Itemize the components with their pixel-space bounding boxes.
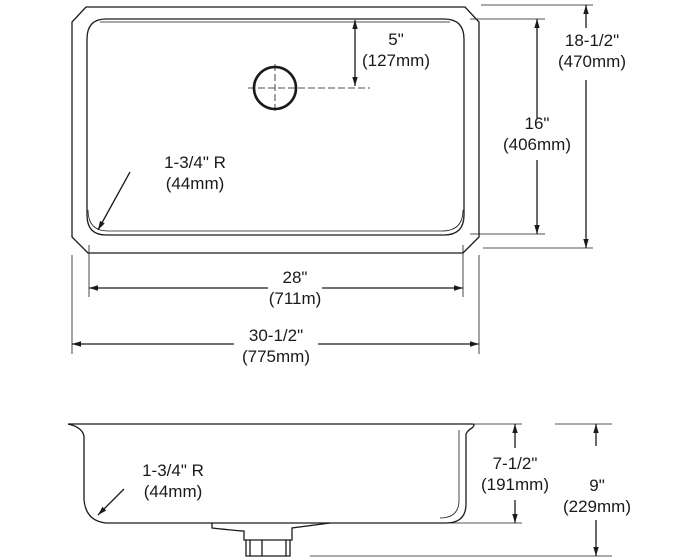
outer-length-label: 18-1/2" (470mm) [552,30,632,72]
drain-offset-metric: (127mm) [361,51,430,70]
side-bowl-inner [439,430,460,519]
corner-radius-label: 1-3/4" R (44mm) [150,152,240,194]
overall-depth-imperial: 9" [589,476,605,495]
outer-width-metric: (775mm) [241,347,310,366]
outer-width-label: 30-1/2" (775mm) [226,325,326,367]
side-bowl-profile [67,423,212,524]
inner-length-label: 16" (406mm) [496,113,578,155]
inner-width-label: 28" (711m) [250,267,340,309]
side-corner-radius-imperial: 1-3/4" R [142,461,204,480]
side-rim-outer [68,423,475,524]
drain-offset-imperial: 5" [388,30,404,49]
overall-depth-metric: (229mm) [562,497,631,516]
outer-length-imperial: 18-1/2" [564,31,620,50]
inner-width-metric: (711m) [268,289,322,308]
sink-inner-bowl [86,18,465,236]
drain-offset-label: 5" (127mm) [361,29,431,71]
bowl-depth-metric: (191mm) [480,475,549,494]
corner-radius-metric: (44mm) [165,174,225,193]
corner-radius-imperial: 1-3/4" R [164,153,226,172]
outer-width-imperial: 30-1/2" [248,326,304,345]
bowl-floor-edge [87,21,464,232]
side-corner-radius-leader [97,488,125,516]
inner-width-imperial: 28" [282,268,308,287]
inner-length-metric: (406mm) [502,135,571,154]
drain-fitting [211,522,331,557]
side-corner-radius-metric: (44mm) [143,482,203,501]
outer-length-metric: (470mm) [557,52,626,71]
bowl-depth-imperial: 7-1/2" [492,454,538,473]
inner-length-imperial: 16" [524,114,550,133]
corner-radius-leader [97,171,131,231]
overall-depth-label: 9" (229mm) [558,475,636,517]
bowl-depth-label: 7-1/2" (191mm) [475,453,555,495]
side-corner-radius-label: 1-3/4" R (44mm) [128,460,218,502]
